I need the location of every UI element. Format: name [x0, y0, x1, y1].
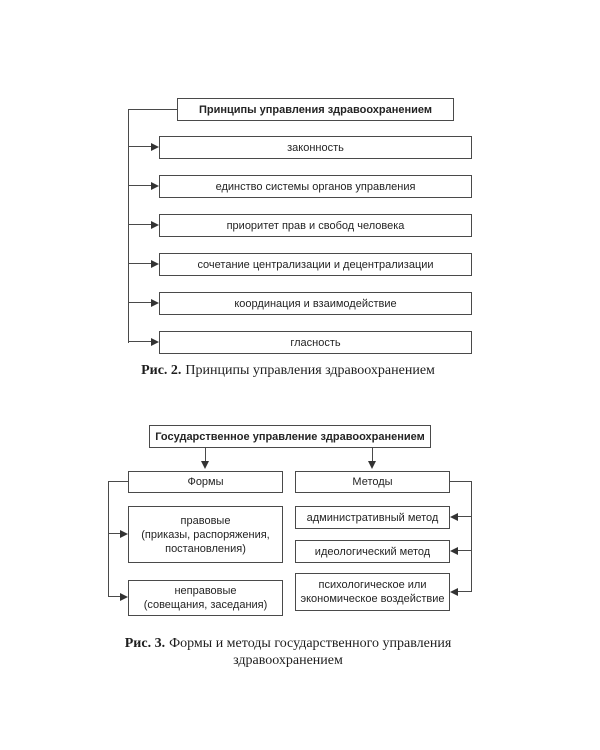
- figure3-psychological-method-box: психологическое или экономическое воздей…: [295, 573, 450, 611]
- figure3-right-trunk-line: [471, 482, 473, 592]
- arrow-left-icon: [450, 588, 458, 596]
- connector-line: [128, 302, 153, 304]
- figure3-caption-line1: Формы и методы государственного управлен…: [169, 636, 452, 651]
- arrow-right-icon: [151, 338, 159, 346]
- figure3-forms-header-box: Формы: [128, 471, 283, 493]
- figure3-caption-label: Рис. 3.: [124, 636, 166, 651]
- figure2-title-box: Принципы управления здравоохранением: [177, 98, 454, 121]
- arrow-right-icon: [151, 182, 159, 190]
- figure3-administrative-method-box: административный метод: [295, 506, 450, 529]
- connector-line: [458, 550, 472, 552]
- arrow-right-icon: [120, 530, 128, 538]
- arrow-right-icon: [151, 143, 159, 151]
- arrow-left-icon: [450, 513, 458, 521]
- figure2-item-prioritet: приоритет прав и свобод человека: [159, 214, 472, 237]
- connector-line: [372, 448, 374, 463]
- figure3-left-trunk-line: [108, 482, 110, 597]
- figure3-ideological-method-box: идеологический метод: [295, 540, 450, 563]
- figure2-trunk-line: [128, 110, 130, 343]
- figure3-methods-header-box: Методы: [295, 471, 450, 493]
- arrow-right-icon: [151, 299, 159, 307]
- arrow-left-icon: [450, 547, 458, 555]
- psychological-method-line2: экономическое воздействие: [300, 593, 445, 605]
- connector-line: [128, 185, 153, 187]
- figure3-title-box: Государственное управление здравоохранен…: [149, 425, 431, 448]
- connector-line: [128, 341, 153, 343]
- figure2-caption-label: Рис. 2.: [141, 363, 182, 378]
- arrow-down-icon: [201, 461, 209, 469]
- legal-forms-line3: постановления): [165, 542, 246, 555]
- connector-line: [128, 263, 153, 265]
- psychological-method-line1: психологическое или: [318, 579, 427, 591]
- connector-line: [108, 481, 128, 483]
- figure3-caption: Рис. 3.Формы и методы государственного у…: [0, 635, 576, 669]
- figure2-item-edinstvo: единство системы органов управления: [159, 175, 472, 198]
- figure2-item-koordinatsiya: координация и взаимодействие: [159, 292, 472, 315]
- figure2-caption: Рис. 2.Принципы управления здравоохранен…: [0, 362, 576, 379]
- connector-line: [128, 146, 153, 148]
- legal-forms-line2: (приказы, распоряжения,: [141, 528, 270, 541]
- nonlegal-forms-line2: (совещания, заседания): [143, 599, 268, 611]
- figure2-item-glasnost: гласность: [159, 331, 472, 354]
- connector-line: [458, 516, 472, 518]
- connector-line: [458, 591, 472, 593]
- connector-line: [128, 224, 153, 226]
- arrow-right-icon: [120, 593, 128, 601]
- legal-forms-line1: правовые: [180, 514, 231, 527]
- figure2-item-zakonnost: законность: [159, 136, 472, 159]
- connector-line: [205, 448, 207, 463]
- figure3-caption-line2: здравоохранением: [233, 653, 343, 668]
- arrow-right-icon: [151, 221, 159, 229]
- figure2-item-sochetanie: сочетание централизации и децентрализаци…: [159, 253, 472, 276]
- figure2-title-connector-line: [128, 109, 177, 111]
- figure2-caption-text: Принципы управления здравоохранением: [185, 363, 435, 378]
- arrow-down-icon: [368, 461, 376, 469]
- connector-line: [450, 481, 472, 483]
- connector-line: [108, 533, 122, 535]
- connector-line: [108, 596, 122, 598]
- figure3-nonlegal-forms-box: неправовые (совещания, заседания): [128, 580, 283, 616]
- figure3-legal-forms-box: правовые (приказы, распоряжения, постано…: [128, 506, 283, 563]
- arrow-right-icon: [151, 260, 159, 268]
- nonlegal-forms-line1: неправовые: [174, 585, 237, 597]
